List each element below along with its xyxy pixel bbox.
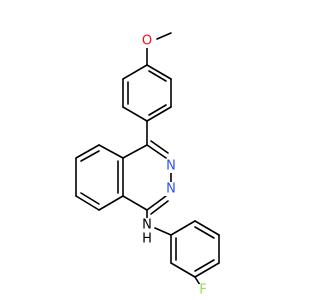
bond-aryl-fluorine bbox=[194, 276, 201, 286]
atom-label-amine-hydrogen: H bbox=[142, 232, 152, 247]
atom-label-ring-nitrogen-a: N bbox=[165, 159, 177, 174]
svg-text:F: F bbox=[199, 283, 206, 298]
svg-text:N: N bbox=[166, 159, 176, 174]
methoxyphenyl-ring bbox=[122, 64, 172, 122]
phthalazine-diazine-ring bbox=[122, 140, 172, 215]
svg-text:N: N bbox=[166, 182, 176, 197]
molecule-drawing: O N N N H F bbox=[75, 32, 220, 298]
svg-text:O: O bbox=[142, 34, 152, 49]
atom-label-amine-nitrogen: N bbox=[141, 218, 153, 233]
fluorophenyl-ring bbox=[170, 220, 220, 278]
atom-label-fluorine: F bbox=[198, 283, 208, 298]
phthalazine-benzo-ring bbox=[75, 144, 124, 211]
atom-label-ring-nitrogen-b: N bbox=[165, 182, 177, 197]
structure-canvas: O N N N H F bbox=[75, 32, 220, 298]
atom-label-methoxy-oxygen: O bbox=[142, 34, 153, 49]
bond-methyl-oxygen bbox=[156, 32, 172, 40]
svg-text:N: N bbox=[142, 218, 152, 233]
svg-text:H: H bbox=[142, 232, 152, 247]
bond-amine-aryl bbox=[154, 227, 172, 236]
